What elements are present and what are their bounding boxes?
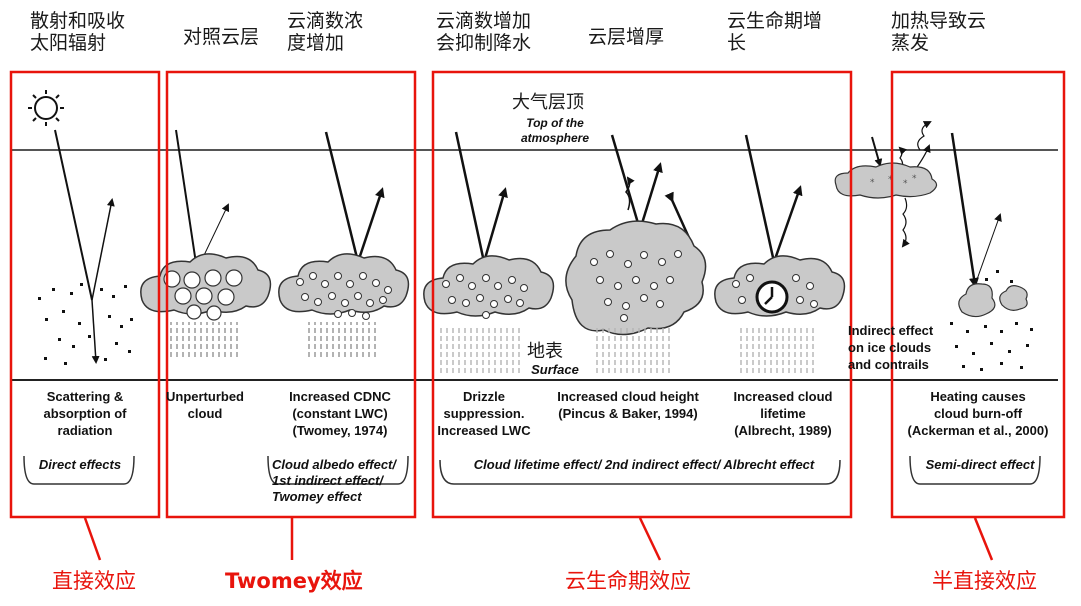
- brace-semi: [909, 455, 1041, 485]
- label-line: (Albrecht, 1989): [734, 423, 832, 438]
- svg-text:*: *: [888, 175, 893, 185]
- effect-lifetime: Cloud lifetime effect/ 2nd indirect effe…: [473, 457, 815, 472]
- effect-semi: Semi-direct effect: [925, 457, 1035, 472]
- label-line: and contrails: [848, 357, 929, 372]
- panel-label-scattering: Scattering & absorption of radiation: [18, 388, 152, 439]
- effect-albedo: Cloud albedo effect/ 1st indirect effect…: [272, 457, 417, 505]
- label-line: 云生命期增: [727, 10, 823, 32]
- label-control-cn: 对照云层: [183, 26, 259, 48]
- lifetime-cloud: [714, 134, 846, 373]
- top-of-atmosphere-en: Top of the atmosphere: [500, 116, 610, 146]
- label-line: Increased cloud: [733, 389, 833, 404]
- label-line: 云滴数浓: [287, 10, 364, 32]
- effect-direct: Direct effects: [38, 457, 122, 472]
- panel-label-height: Increased cloud height (Pincus & Baker, …: [542, 388, 714, 422]
- label-line: cloud: [187, 406, 223, 421]
- label-line: Scattering &: [46, 389, 124, 404]
- bottom-label-twomey: Twomey效应: [225, 569, 363, 593]
- label-line: Twomey effect: [272, 489, 362, 504]
- label-burnoff-cn: 加热导致云 蒸发: [891, 10, 986, 54]
- label-line: Drizzle: [463, 389, 505, 404]
- label-line: 蒸发: [891, 32, 930, 54]
- label-line: 长: [727, 32, 747, 54]
- group-box-semi: [890, 70, 1066, 519]
- tall-cloud: [565, 134, 707, 373]
- top-of-atmosphere-cn: 大气层顶: [512, 92, 584, 113]
- svg-text:*: *: [903, 179, 908, 189]
- panel-label-drizzle: Drizzle suppression. Increased LWC: [428, 388, 540, 439]
- label-drizzle-cn: 云滴数增加 会抑制降水: [436, 10, 531, 54]
- label-line: (Ackerman et al., 2000): [907, 423, 1049, 438]
- sun-icon: [28, 90, 64, 126]
- label-line: on ice clouds: [848, 340, 932, 355]
- label-line: 云滴数增加: [436, 10, 532, 32]
- panel-label-ice: Indirect effect on ice clouds and contra…: [848, 322, 948, 373]
- clock-icon: [755, 280, 789, 314]
- label-line: Increased cloud height: [557, 389, 699, 404]
- brace-lifetime: [439, 459, 841, 485]
- label-line: 度增加: [287, 32, 345, 54]
- label-line: radiation: [57, 423, 113, 438]
- bottom-label-lifetime: 云生命期效应: [565, 569, 691, 593]
- bottom-label-direct: 直接效应: [52, 569, 136, 593]
- drizzle-cloud: [423, 131, 555, 373]
- label-line: 对照云层: [183, 26, 260, 48]
- label-line: 散射和吸收: [30, 10, 126, 32]
- brace-direct: [23, 455, 135, 485]
- surface-cn: 地表: [527, 341, 563, 362]
- label-line: Cloud albedo effect/: [272, 457, 396, 472]
- label-line: Increased LWC: [437, 423, 531, 438]
- pointer-direct: [83, 517, 102, 561]
- group-box-direct: [9, 70, 161, 519]
- group-box-lifetime: [431, 70, 853, 519]
- pointer-semi: [973, 517, 994, 561]
- panel-label-heating: Heating causes cloud burn-off (Ackerman …: [893, 388, 1063, 439]
- brace-twomey: [267, 455, 409, 485]
- label-line: suppression.: [443, 406, 525, 421]
- label-line: Top of the: [526, 116, 584, 130]
- label-thickening-cn: 云层增厚: [588, 26, 664, 48]
- panel-label-lifetime: Increased cloud lifetime (Albrecht, 1989…: [720, 388, 846, 439]
- label-line: Unperturbed: [166, 389, 244, 404]
- label-line: lifetime: [760, 406, 806, 421]
- label-line: (Pincus & Baker, 1994): [558, 406, 698, 421]
- cdnc-cloud: [278, 131, 410, 357]
- aerosol-particles: [38, 129, 133, 365]
- label-line: Increased CDNC: [289, 389, 391, 404]
- label-lifetime-cn: 云生命期增 长: [727, 10, 822, 54]
- svg-text:*: *: [912, 174, 917, 184]
- panel-label-cdnc: Increased CDNC (constant LWC) (Twomey, 1…: [270, 388, 410, 439]
- bottom-label-semi: 半直接效应: [932, 569, 1037, 593]
- group-box-twomey: [165, 70, 417, 519]
- panel-label-unperturbed: Unperturbed cloud: [155, 388, 255, 422]
- label-line: 云层增厚: [588, 26, 665, 48]
- surface-en: Surface: [531, 362, 579, 377]
- label-direct-cn: 散射和吸收 太阳辐射: [30, 10, 125, 54]
- label-line: 会抑制降水: [436, 32, 532, 54]
- label-line: 加热导致云: [891, 10, 987, 32]
- pointer-lifetime: [638, 517, 662, 561]
- ice-cloud: * * * *: [834, 136, 938, 248]
- label-line: 1st indirect effect/: [272, 473, 384, 488]
- semi-direct-clouds: [917, 121, 1033, 371]
- label-line: (Twomey, 1974): [292, 423, 388, 438]
- label-line: (constant LWC): [292, 406, 388, 421]
- label-line: cloud burn-off: [933, 406, 1023, 421]
- label-line: absorption of: [43, 406, 127, 421]
- label-line: Heating causes: [930, 389, 1026, 404]
- label-cdnc-cn: 云滴数浓 度增加: [287, 10, 363, 54]
- label-line: Indirect effect: [848, 323, 934, 338]
- label-line: atmosphere: [520, 131, 590, 145]
- label-line: 太阳辐射: [30, 32, 107, 54]
- svg-text:*: *: [870, 178, 875, 188]
